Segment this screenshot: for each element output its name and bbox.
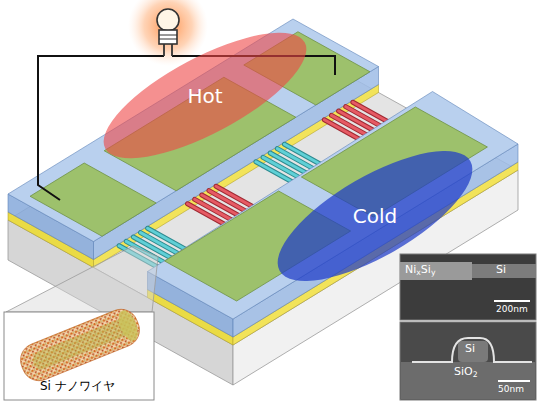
node-text: Si <box>465 342 475 355</box>
nanowire-inset: Si ナノワイヤ <box>4 312 154 400</box>
text-line: 50nm <box>498 384 524 395</box>
sem-image <box>400 322 536 400</box>
sem-image <box>400 254 536 320</box>
text-line: Si <box>465 342 475 355</box>
lamp-pin <box>163 44 165 56</box>
text-line: Si <box>496 263 506 276</box>
silicon-band <box>472 264 536 278</box>
node-text: 200nm <box>496 304 528 314</box>
nanowire-shell <box>15 304 144 386</box>
sem-inset: SiSiO2 50nm <box>400 322 536 400</box>
scale-bar <box>494 300 530 302</box>
lamp-bulb <box>157 9 179 31</box>
text-line: 200nm <box>496 304 528 315</box>
electrode-pad <box>30 163 156 236</box>
hot-region: Hot <box>102 32 308 159</box>
nanowire-model <box>15 304 144 386</box>
subscript: 2 <box>473 370 478 379</box>
text-line: Hot <box>102 32 308 159</box>
silicon-core <box>458 341 488 362</box>
lamp-pin <box>171 44 173 56</box>
text-line: SiO2 <box>454 365 478 379</box>
node-text: Si <box>496 263 506 276</box>
text-line: Cold <box>276 150 474 282</box>
region-ellipse <box>102 32 308 159</box>
lamp-thread <box>159 39 177 40</box>
lamp-thread <box>159 35 177 36</box>
node-text: Cold <box>353 204 397 228</box>
text-line: Si ナノワイヤ <box>40 379 115 393</box>
subscript: x <box>416 268 421 277</box>
subscript: y <box>431 268 436 277</box>
region-ellipse <box>276 150 474 282</box>
sem-inset: NixSiySi200nm <box>400 254 536 320</box>
scale-bar <box>498 380 530 382</box>
nanowire-end <box>115 308 142 344</box>
nanowire-core <box>30 316 133 372</box>
node-text: Si ナノワイヤ <box>40 379 115 393</box>
cold-region: Cold <box>276 150 474 282</box>
oxide-region <box>401 362 535 399</box>
text-group: Cold <box>353 204 397 228</box>
cross-section-outline <box>412 338 532 362</box>
text-line: NixSiy <box>405 263 435 277</box>
node-text: Hot <box>187 84 222 108</box>
lamp-base <box>159 30 177 44</box>
text-group: Hot <box>187 84 222 108</box>
node-text: Si <box>421 263 431 276</box>
silicide-band <box>400 262 472 280</box>
node-text: SiO <box>454 365 473 378</box>
callout-wedge <box>6 246 158 312</box>
node-text: Ni <box>405 263 416 276</box>
node-text: 50nm <box>498 384 524 394</box>
